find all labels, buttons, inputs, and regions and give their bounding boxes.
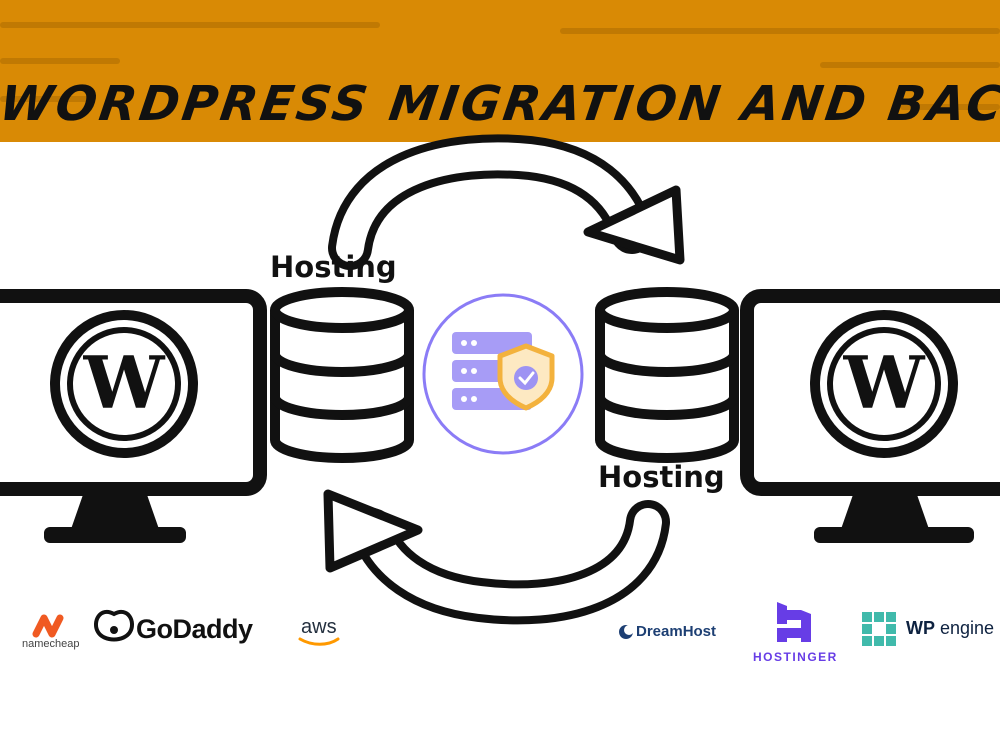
godaddy-logo-icon — [94, 610, 134, 642]
svg-text:W: W — [843, 340, 926, 425]
cycle-arrow-icon — [328, 134, 685, 270]
cycle-arrow-icon — [323, 489, 670, 625]
hostinger-logo: HOSTINGER — [753, 650, 838, 664]
wpengine-logo-wp: WP — [906, 618, 935, 638]
banner-streak — [900, 104, 1000, 110]
title-banner — [0, 0, 1000, 142]
wpengine-logo-icon — [862, 612, 896, 646]
wordpress-logo-icon: W — [810, 310, 958, 458]
wpengine-logo: WP engine — [906, 618, 994, 639]
godaddy-logo: GoDaddy — [136, 614, 253, 644]
server-shield-icon — [422, 293, 584, 455]
dreamhost-logo: DreamHost — [636, 623, 717, 640]
aws-logo-icon — [298, 637, 340, 646]
banner-streak — [0, 58, 120, 64]
wpengine-logo-engine: engine — [940, 618, 995, 638]
hostinger-logo-icon — [777, 602, 811, 642]
source-hosting-label: Hosting — [270, 250, 397, 284]
database-icon — [270, 287, 414, 463]
banner-streak — [0, 96, 90, 102]
dreamhost-logo-icon — [619, 625, 634, 639]
wordpress-logo-icon: W — [50, 310, 198, 458]
namecheap-logo: namecheap — [22, 638, 80, 650]
banner-streak — [0, 22, 380, 28]
namecheap-logo-icon — [32, 614, 64, 638]
banner-streak — [820, 62, 1000, 68]
aws-logo: aws — [301, 616, 337, 638]
banner-streak — [560, 28, 1000, 34]
database-icon — [595, 287, 739, 463]
svg-text:W: W — [83, 340, 166, 425]
target-hosting-label: Hosting — [598, 460, 725, 494]
